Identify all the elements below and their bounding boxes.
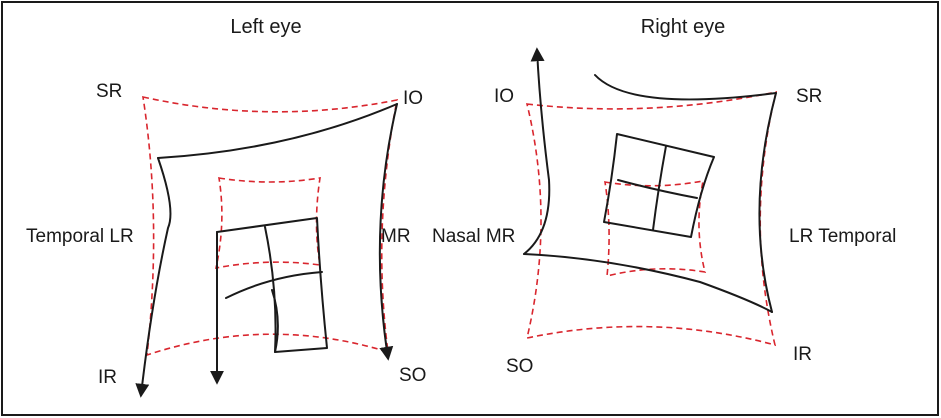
left-so-label: SO [399, 365, 426, 386]
left-mr-label: MR [381, 226, 411, 247]
left-eye-title: Left eye [230, 16, 301, 38]
right-sr-label: SR [796, 86, 822, 107]
right-lr-temporal-label: LR Temporal [789, 226, 896, 247]
right-eye-outer-dashed-field [525, 90, 778, 347]
left-sr-label: SR [96, 81, 122, 102]
right-so-label: SO [506, 356, 533, 377]
left-eye-panel: Left eye SR IO Temporal LR MR IR SO [26, 16, 426, 398]
right-eye-inner-dashed-field [604, 180, 707, 278]
right-eye-outer-right-line [758, 92, 777, 313]
left-ir-label: IR [98, 367, 117, 388]
right-eye-outer-top-line [594, 74, 777, 101]
right-eye-panel: Right eye IO SR Nasal MR LR Temporal SO … [432, 16, 896, 377]
right-eye-inner-horizontal-line [617, 179, 698, 199]
left-eye-inner-horizontal-line [225, 271, 323, 299]
left-eye-outer-dashed-field [142, 95, 399, 357]
right-nasal-mr-label: Nasal MR [432, 226, 515, 247]
left-temporal-lr-label: Temporal LR [26, 226, 134, 247]
left-eye-inner-outline [216, 217, 328, 353]
right-io-label: IO [494, 86, 514, 107]
left-eye-outer-top-line [157, 103, 398, 159]
right-eye-mr-arrow [523, 47, 551, 255]
right-eye-title: Right eye [641, 16, 726, 38]
right-eye-inner-vertical-line [652, 145, 667, 231]
left-eye-lr-arrow [135, 157, 172, 398]
left-eye-inner-vertical-line [264, 226, 277, 353]
right-ir-label: IR [793, 344, 812, 365]
right-eye-outer-bottom-line [523, 253, 773, 313]
left-eye-mr-arrow [378, 103, 398, 361]
left-io-label: IO [403, 88, 423, 109]
left-eye-inner-dashed-field [214, 177, 321, 270]
